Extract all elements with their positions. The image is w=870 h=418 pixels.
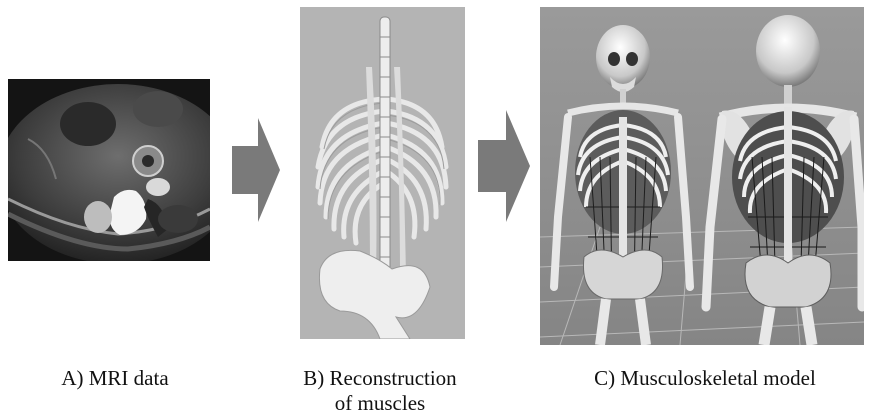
spine-ribcage-graphic	[300, 7, 465, 339]
arrow-right-icon	[478, 110, 530, 222]
skeleton-model-graphic	[540, 7, 864, 345]
arrow-right-icon	[232, 118, 280, 222]
caption-a-text: A) MRI data	[61, 366, 168, 390]
caption-mri-data: A) MRI data	[20, 366, 210, 391]
caption-c-text: C) Musculoskeletal model	[594, 366, 816, 390]
caption-b-line2: of muscles	[270, 391, 490, 416]
mri-image	[8, 79, 210, 261]
caption-reconstruction: B) Reconstruction of muscles	[270, 366, 490, 416]
musculoskeletal-model-image	[540, 7, 864, 345]
mri-slice-graphic	[8, 79, 210, 261]
caption-b-line1: B) Reconstruction	[270, 366, 490, 391]
caption-musculoskeletal-model: C) Musculoskeletal model	[560, 366, 850, 391]
muscle-reconstruction-image	[300, 7, 465, 339]
